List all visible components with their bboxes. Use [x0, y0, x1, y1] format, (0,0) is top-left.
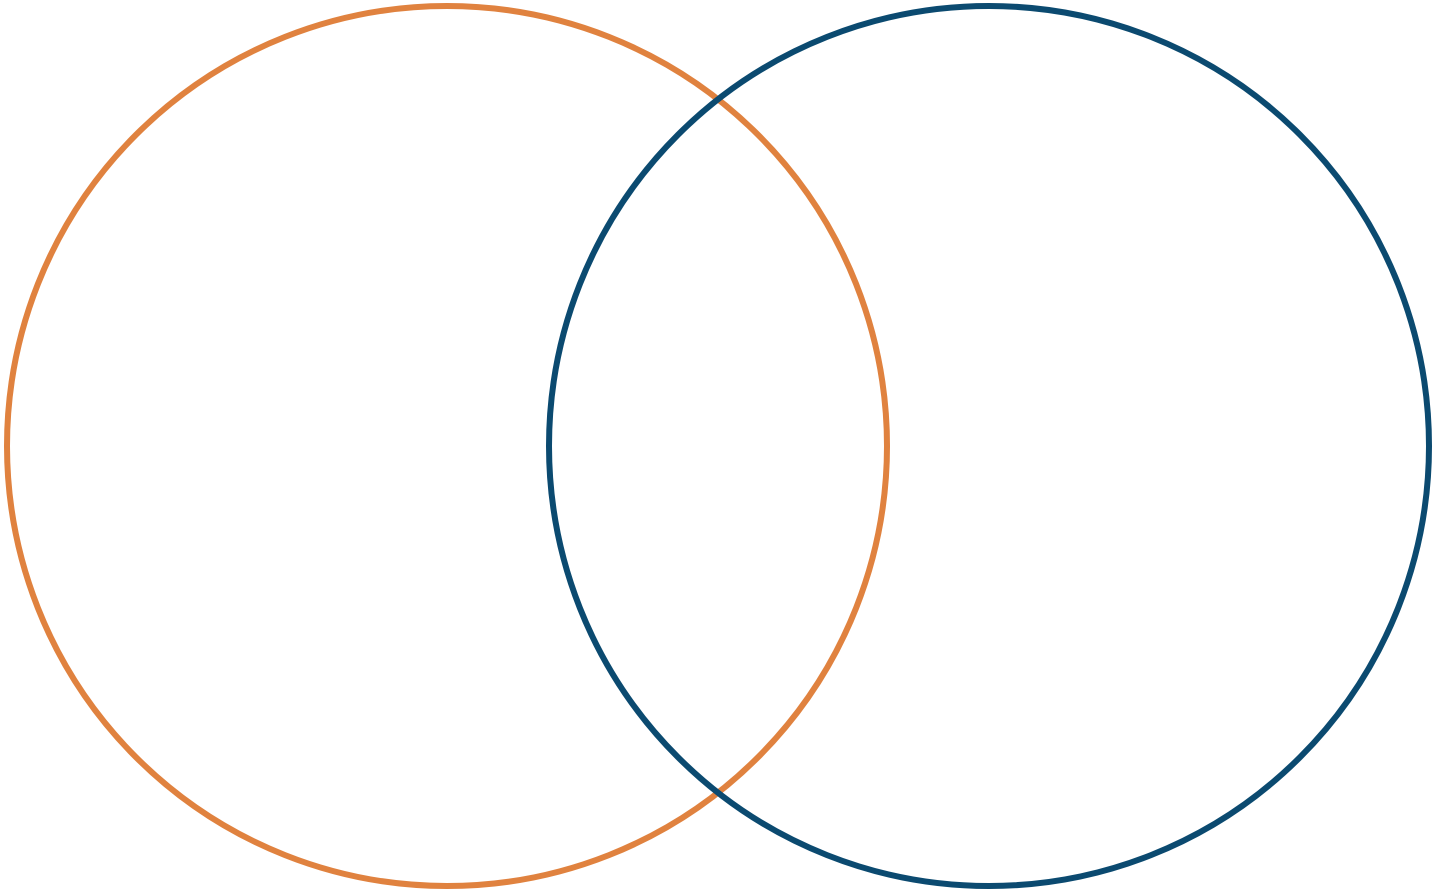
venn-circle-left — [4, 3, 890, 889]
venn-circle-right — [546, 3, 1432, 889]
